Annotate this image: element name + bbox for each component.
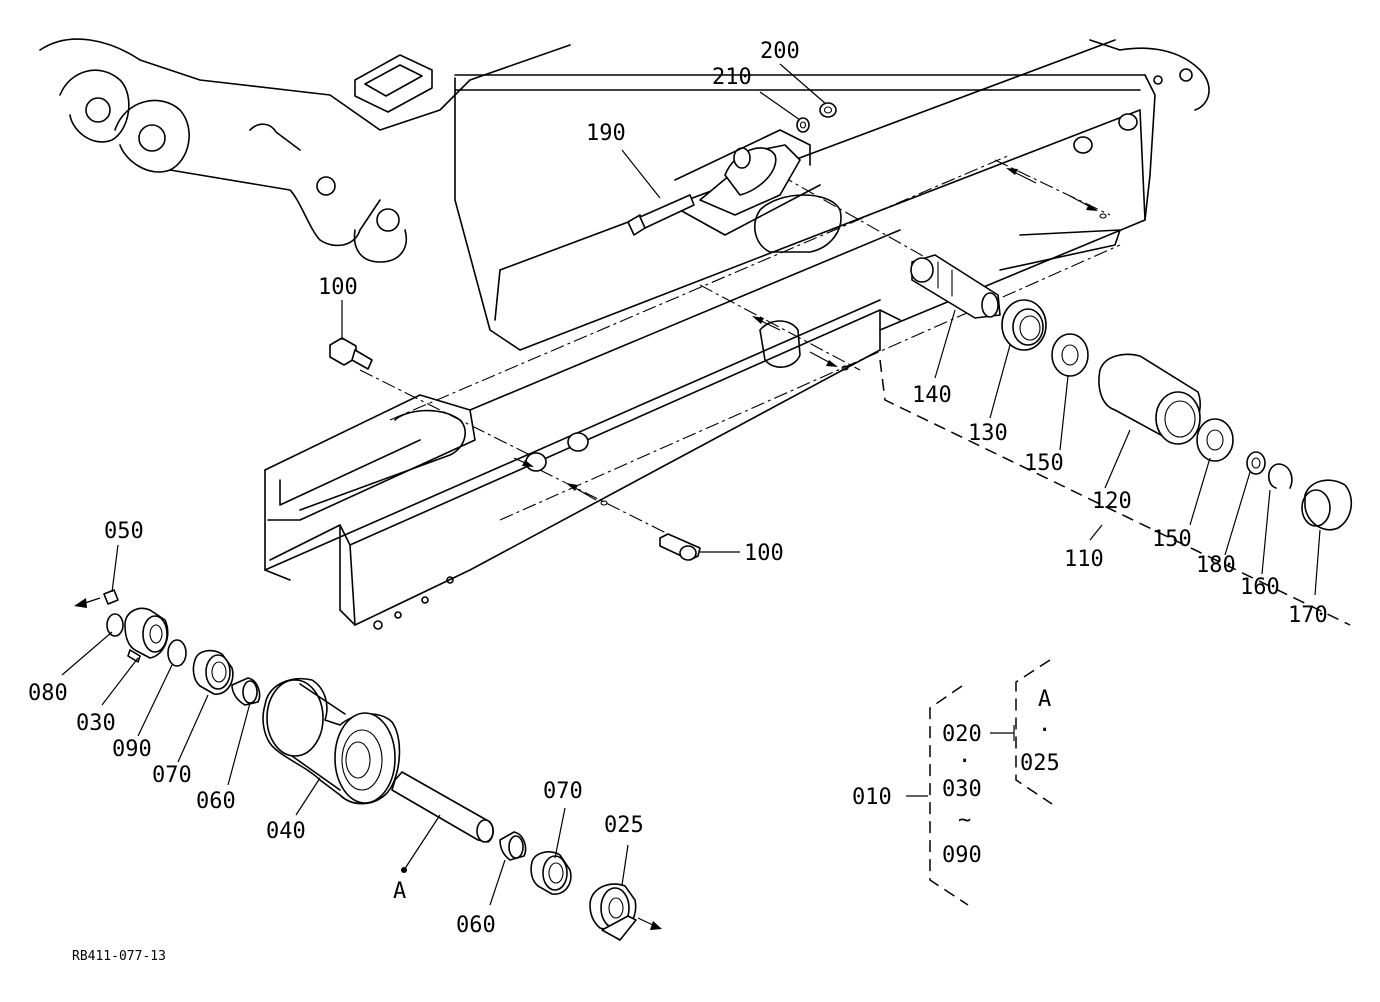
shaft-140 — [910, 254, 1001, 319]
collar-150a — [1051, 333, 1089, 377]
washer-180 — [1246, 451, 1266, 475]
callout-150-b: 150 — [1152, 527, 1192, 552]
key-dot-2: · — [1038, 718, 1051, 743]
callout-025: 025 — [604, 813, 644, 838]
key-tilde: ~ — [958, 808, 971, 833]
bushing-060b — [499, 831, 527, 861]
washer-210 — [796, 117, 810, 133]
callout-080: 080 — [28, 681, 68, 706]
callout-170: 170 — [1288, 603, 1328, 628]
screw-050 — [74, 589, 119, 608]
callout-100-upper: 100 — [318, 275, 358, 300]
shaft-A — [391, 771, 494, 843]
collar-025 — [589, 883, 662, 941]
collar-150b — [1196, 418, 1234, 462]
bolt-100-upper — [329, 337, 373, 370]
bolt-190 — [627, 194, 695, 236]
callout-120: 120 — [1092, 489, 1132, 514]
callout-060-a: 060 — [196, 789, 236, 814]
seal-130 — [1001, 299, 1047, 351]
callout-labels: 200 210 190 100 100 140 130 150 120 150 … — [28, 39, 1328, 938]
group-110-bracket — [879, 359, 1351, 626]
key-010: 010 — [852, 785, 892, 810]
leader-lines — [61, 63, 1321, 906]
callout-160: 160 — [1240, 575, 1280, 600]
callout-210: 210 — [712, 65, 752, 90]
bolt-100-lower — [659, 533, 701, 561]
seal-070a — [192, 649, 234, 695]
callout-060-b: 060 — [456, 913, 496, 938]
key-020: 020 — [942, 722, 982, 747]
callout-040: 040 — [266, 819, 306, 844]
callout-100-lower: 100 — [744, 541, 784, 566]
roller-040 — [262, 678, 401, 805]
idler-120 — [1098, 353, 1201, 445]
seal-070b — [530, 851, 572, 895]
callout-050: 050 — [104, 519, 144, 544]
callout-070-b: 070 — [543, 779, 583, 804]
callout-090: 090 — [112, 737, 152, 762]
key-dot-1: · — [958, 749, 971, 774]
callout-110: 110 — [1064, 547, 1104, 572]
drawing-code: RB411-077-13 — [72, 949, 166, 964]
callout-ref-A: A — [393, 879, 406, 904]
snap-ring-160 — [1267, 463, 1293, 489]
callout-130: 130 — [968, 421, 1008, 446]
callout-140: 140 — [912, 383, 952, 408]
callout-200: 200 — [760, 39, 800, 64]
ring-080 — [106, 613, 124, 637]
callout-190: 190 — [586, 121, 626, 146]
key-030: 030 — [942, 777, 982, 802]
collar-030 — [124, 607, 169, 663]
cap-170 — [1301, 479, 1353, 531]
nut-200 — [819, 102, 837, 118]
assembly-key: 010 020 · 030 ~ 090 A · 025 — [852, 659, 1060, 906]
o-ring-090 — [167, 639, 187, 667]
callout-180: 180 — [1196, 553, 1236, 578]
callout-030: 030 — [76, 711, 116, 736]
direction-arrows — [513, 168, 1098, 501]
key-025: 025 — [1020, 751, 1060, 776]
bushing-060a — [231, 677, 261, 706]
callout-070-a: 070 — [152, 763, 192, 788]
holes — [600, 213, 1107, 506]
callout-150-a: 150 — [1024, 451, 1064, 476]
key-ref-A: A — [1038, 687, 1051, 712]
key-090: 090 — [942, 843, 982, 868]
